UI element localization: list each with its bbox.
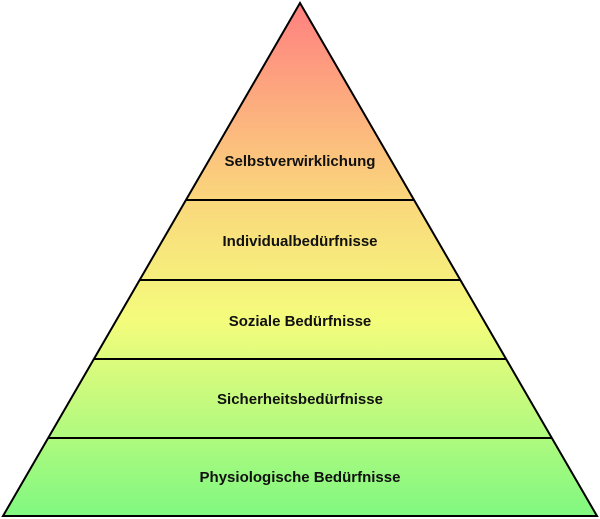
level-label-safety: Sicherheitsbedürfnisse [217, 391, 383, 408]
level-label-physiological: Physiologische Bedürfnisse [200, 469, 401, 486]
level-label-self-actualization: Selbstverwirklichung [225, 153, 376, 170]
level-label-esteem: Individualbedürfnisse [222, 233, 377, 250]
level-label-social: Soziale Bedürfnisse [229, 313, 372, 330]
